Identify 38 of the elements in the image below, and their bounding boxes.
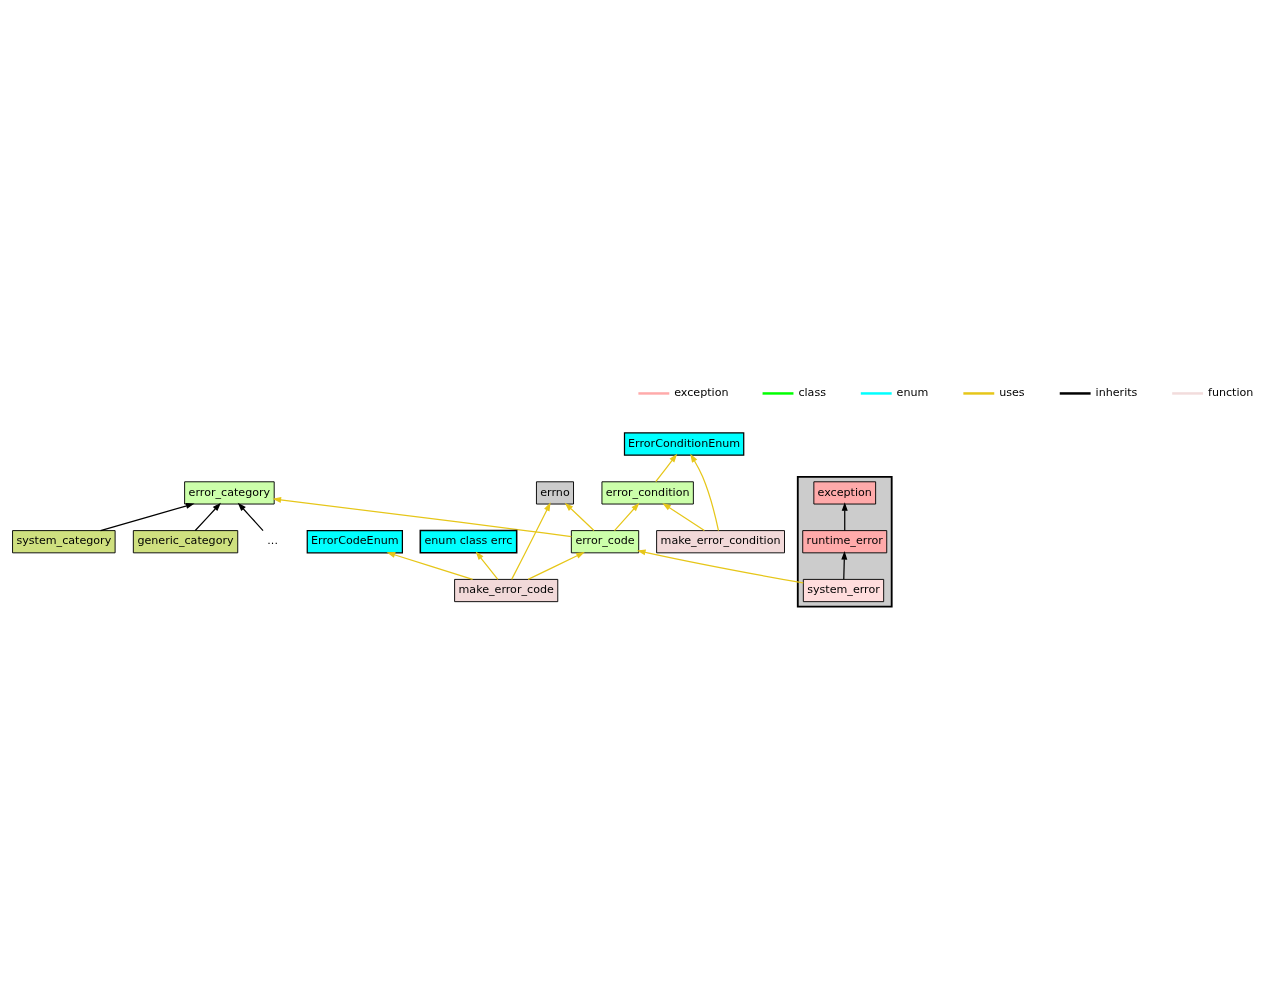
node-box: make_error_code [454, 578, 559, 603]
arrow [386, 552, 474, 580]
legend-label: class [798, 386, 826, 400]
arrow [194, 502, 221, 532]
arrow [655, 453, 678, 483]
arrow [636, 549, 804, 584]
cluster [796, 475, 893, 608]
node-box: make_error_condition [656, 530, 785, 554]
node-box: error_condition [601, 481, 694, 505]
arrow [564, 502, 595, 532]
arrow [511, 502, 551, 580]
arrow [613, 502, 640, 532]
legend-label: enum [896, 386, 929, 400]
node-box: enum class errc [419, 529, 518, 554]
node-box: system_error [802, 578, 885, 603]
arrow [841, 502, 848, 532]
node-box: error_code [570, 530, 640, 554]
legend-label: exception [674, 386, 729, 400]
node-box: runtime_error [802, 530, 888, 554]
node-box: errno [536, 481, 574, 505]
node-text: ... [267, 534, 278, 548]
arrow [237, 502, 264, 532]
node-box: system_category [12, 530, 116, 554]
arrow [690, 453, 720, 532]
legend-label: inherits [1095, 386, 1138, 400]
arrow [662, 503, 705, 532]
arrow [475, 551, 499, 580]
arrow [99, 503, 195, 532]
node-box: exception [813, 481, 877, 505]
arrow [272, 496, 572, 538]
arrow [527, 552, 585, 580]
legend-label: function [1208, 386, 1254, 400]
node-box: generic_category [132, 530, 239, 554]
node-box: ErrorCodeEnum [306, 530, 403, 554]
node-box: ErrorConditionEnum [623, 432, 745, 456]
arrow [841, 551, 848, 580]
node-box: error_category [184, 481, 275, 505]
legend-label: uses [999, 386, 1025, 400]
